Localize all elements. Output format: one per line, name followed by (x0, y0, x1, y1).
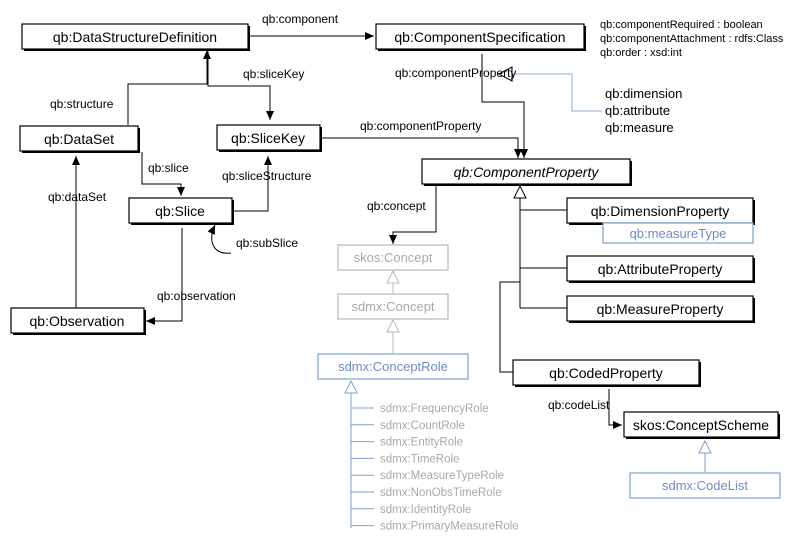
class-label: qb:DataStructureDefinition (53, 29, 217, 45)
generalization-triangle-role (344, 379, 358, 394)
property-measuretype[interactable]: qb:measureType (602, 222, 754, 244)
label-concept: qb:concept (367, 199, 426, 213)
concept-role-item: sdmx:CountRole (380, 420, 465, 432)
edge-concept (389, 186, 437, 244)
class-codelist[interactable]: sdmx:CodeList (629, 472, 781, 499)
class-label: qb:Observation (30, 313, 125, 329)
label-structure: qb:structure (50, 97, 114, 111)
edge-subproperty (512, 73, 602, 112)
class-slice[interactable]: qb:Slice (128, 197, 234, 225)
generalization-triangle-codelist (698, 439, 712, 454)
label-observation: qb:observation (157, 289, 236, 303)
class-label: sdmx:CodeList (662, 478, 748, 493)
class-codedproperty[interactable]: qb:CodedProperty (512, 359, 701, 387)
label-slicestructure: qb:sliceStructure (222, 169, 312, 183)
edge-componentproperty-slicekey (320, 137, 522, 158)
concept-role-item: sdmx:EntityRole (380, 437, 463, 449)
class-label: qb:SliceKey (231, 130, 305, 146)
componentspecification-attributes: qb:componentRequired : boolean qb:compone… (600, 19, 784, 59)
role-ticks (351, 407, 374, 527)
class-label: qb:CodedProperty (549, 365, 663, 381)
component-subproperties: qb:dimension qb:attribute qb:measure (605, 86, 682, 135)
property-label: qb:measureType (630, 226, 727, 241)
class-label: qb:DataSet (44, 131, 114, 147)
concept-role-list: sdmx:FrequencyRole sdmx:CountRole sdmx:Ent… (380, 403, 519, 533)
edge-structure (127, 50, 211, 125)
edge-generalize-dimension (519, 198, 567, 211)
class-label: qb:ComponentProperty (454, 164, 600, 180)
subproperty-item: qb:measure (605, 120, 674, 135)
class-conceptscheme[interactable]: skos:ConceptScheme (623, 411, 780, 439)
subproperty-item: qb:dimension (605, 86, 682, 101)
label-codelist: qb:codeList (548, 398, 610, 412)
label-dataset: qb:dataSet (48, 190, 107, 204)
class-dimensionproperty[interactable]: qb:DimensionProperty (566, 197, 755, 225)
concept-role-item: sdmx:FrequencyRole (380, 403, 489, 415)
generalization-triangle-property (513, 184, 527, 199)
spec-attribute: qb:componentRequired : boolean (600, 19, 763, 31)
class-label: qb:Slice (155, 203, 205, 219)
edge-slicestructure (233, 156, 272, 212)
class-attributeproperty[interactable]: qb:AttributeProperty (566, 255, 755, 283)
generalization-triangle-subproperty (497, 66, 513, 82)
class-label: qb:ComponentSpecification (394, 29, 565, 45)
concept-role-item: sdmx:IdentityRole (380, 504, 471, 516)
label-subslice: qb:subSlice (236, 236, 298, 250)
class-componentproperty[interactable]: qb:ComponentProperty (421, 158, 632, 186)
class-componentspecification[interactable]: qb:ComponentSpecification (375, 23, 586, 51)
class-observation[interactable]: qb:Observation (10, 307, 146, 335)
edges (72, 32, 712, 528)
edge-labels: qb:component qb:sliceKey qb:structure qb… (48, 12, 610, 412)
class-label: qb:AttributeProperty (598, 261, 723, 277)
spec-attribute: qb:componentAttachment : rdfs:Class (600, 33, 784, 45)
edge-subslice (207, 224, 232, 254)
class-label: skos:Concept (354, 250, 433, 265)
generalization-triangle-skos (386, 269, 400, 284)
generalization-triangle-sdmxconcept (386, 318, 400, 333)
edge-slicekey (207, 48, 274, 120)
nodes: qb:DataStructureDefinition qb:ComponentS… (10, 23, 781, 499)
label-slice: qb:slice (148, 161, 189, 175)
class-conceptrole[interactable]: sdmx:ConceptRole (317, 353, 469, 380)
label-slicekey: qb:sliceKey (243, 67, 304, 81)
class-slicekey[interactable]: qb:SliceKey (216, 124, 322, 152)
edge-codelist (608, 389, 622, 429)
label-componentproperty-slicekey: qb:componentProperty (360, 119, 481, 133)
class-label: qb:DimensionProperty (591, 203, 730, 219)
class-label: skos:ConceptScheme (633, 417, 769, 433)
edge-generalize-coded (499, 281, 520, 373)
edge-componentproperty-spec (481, 54, 528, 158)
edge-observation (146, 228, 183, 325)
concept-role-item: sdmx:PrimaryMeasureRole (380, 521, 519, 533)
class-measureproperty[interactable]: qb:MeasureProperty (566, 295, 755, 323)
class-datastructuredefinition[interactable]: qb:DataStructureDefinition (21, 23, 250, 51)
class-sdmx-concept[interactable]: sdmx:Concept (337, 293, 449, 320)
class-label: sdmx:Concept (351, 299, 434, 314)
class-dataset[interactable]: qb:DataSet (19, 125, 140, 153)
label-componentproperty-spec: qb:componentProperty (395, 66, 516, 80)
subproperty-item: qb:attribute (605, 103, 670, 118)
concept-role-item: sdmx:TimeRole (380, 453, 459, 465)
class-label: qb:MeasureProperty (597, 301, 724, 317)
label-component: qb:component (262, 12, 339, 26)
spec-attribute: qb:order : xsd:int (600, 47, 682, 59)
edge-slice (141, 152, 185, 196)
concept-role-item: sdmx:MeasureTypeRole (380, 470, 504, 482)
concept-role-item: sdmx:NonObsTimeRole (380, 487, 502, 499)
class-label: sdmx:ConceptRole (338, 359, 448, 374)
class-skos-concept[interactable]: skos:Concept (337, 244, 449, 271)
